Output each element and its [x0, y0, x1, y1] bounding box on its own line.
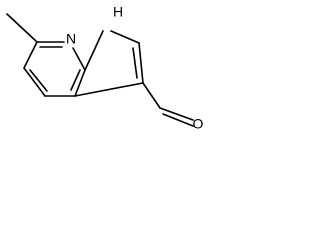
methyl-bond	[6, 13, 38, 43]
c2-c3-bond	[138, 42, 144, 84]
pyridine-ring	[6, 13, 86, 97]
aldehyde-group	[142, 82, 194, 127]
c2-c3-bond-inner	[132, 47, 138, 79]
c3-cho-bond	[142, 82, 161, 109]
n7-c7a-bond	[72, 47, 86, 71]
c3a-c7a-bond-inner	[70, 69, 81, 91]
c-o-bond	[159, 107, 194, 121]
pyrrole-ring	[74, 30, 144, 97]
c-o-bond-inner	[162, 113, 194, 127]
c7a-n1-bond	[84, 30, 104, 71]
c3a-c7a-bond	[74, 69, 86, 97]
c3-c3a-bond	[74, 82, 144, 97]
c6-c5-bond	[23, 41, 38, 69]
pyrrole-nitrogen-label: H	[113, 4, 123, 20]
n1-c2-bond	[110, 30, 140, 44]
c5-c4-bond-inner	[29, 69, 48, 92]
chemical-structure-diagram: N H O	[6, 4, 204, 132]
c5-c4-bond	[23, 67, 46, 97]
ring-nitrogen-label: N	[66, 31, 76, 47]
aldehyde-oxygen-label: O	[193, 116, 204, 132]
